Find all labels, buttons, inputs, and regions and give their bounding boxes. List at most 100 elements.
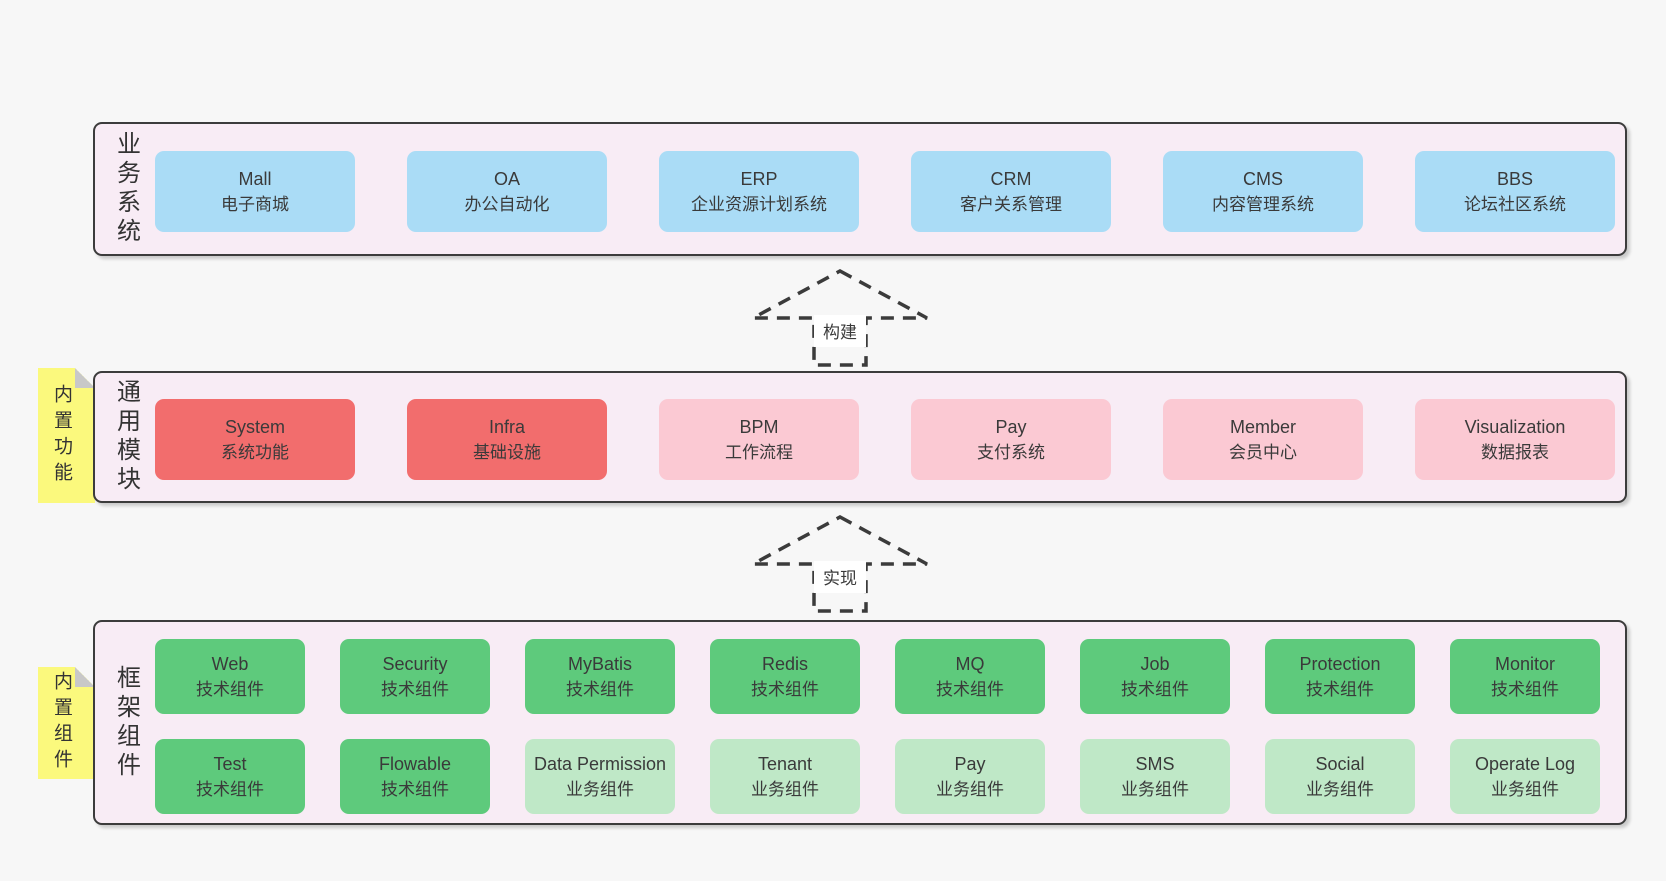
module-name-en: Test: [213, 753, 247, 774]
module-name-en: ERP: [740, 168, 778, 189]
module-name-en: Flowable: [378, 753, 452, 774]
sticky-note-builtin-features: 内置功能: [38, 368, 95, 503]
module-box-bpm: BPM 工作流程: [659, 399, 859, 480]
module-box-mybatis: MyBatis 技术组件: [525, 639, 675, 714]
module-box-flowable: Flowable 技术组件: [340, 739, 490, 814]
module-name-en: Social: [1315, 753, 1365, 774]
module-name-en: Infra: [488, 416, 526, 437]
module-name-zh: 技术组件: [936, 679, 1004, 699]
module-name-en: System: [224, 416, 285, 437]
module-box-member: Member 会员中心: [1163, 399, 1363, 480]
panel-label-common-modules: 通用模块: [112, 379, 140, 495]
module-name-en: CRM: [990, 168, 1032, 189]
folded-corner-icon: [75, 667, 95, 687]
module-box-test: Test 技术组件: [155, 739, 305, 814]
module-name-zh: 业务组件: [566, 779, 634, 799]
module-name-zh: 客户关系管理: [960, 194, 1062, 214]
module-name-zh: 技术组件: [566, 679, 634, 699]
module-name-zh: 业务组件: [751, 779, 819, 799]
module-name-en: Data Permission: [533, 753, 667, 774]
module-box-mall: Mall 电子商城: [155, 151, 355, 232]
module-box-cms: CMS 内容管理系统: [1163, 151, 1363, 232]
module-name-en: Job: [1140, 653, 1170, 674]
module-name-zh: 工作流程: [725, 442, 793, 462]
sticky-label: 内置组件: [51, 671, 72, 775]
arrow-shape: [752, 515, 928, 613]
module-name-zh: 技术组件: [381, 779, 449, 799]
module-name-en: Visualization: [1464, 416, 1566, 437]
module-name-en: Tenant: [757, 753, 813, 774]
module-box-erp: ERP 企业资源计划系统: [659, 151, 859, 232]
module-name-en: OA: [493, 168, 520, 189]
arrow-shape: [752, 269, 928, 367]
module-name-zh: 业务组件: [1306, 779, 1374, 799]
module-name-en: MQ: [955, 653, 985, 674]
module-name-zh: 电子商城: [221, 194, 289, 214]
module-box-web: Web 技术组件: [155, 639, 305, 714]
module-name-zh: 技术组件: [1306, 679, 1374, 699]
sticky-note-builtin-components: 内置组件: [38, 667, 95, 779]
module-name-en: Redis: [761, 653, 809, 674]
module-name-zh: 业务组件: [1121, 779, 1189, 799]
module-box-security: Security 技术组件: [340, 639, 490, 714]
module-name-en: Pay: [954, 753, 986, 774]
module-name-zh: 技术组件: [381, 679, 449, 699]
module-box-mq: MQ 技术组件: [895, 639, 1045, 714]
module-box-pay: Pay 业务组件: [895, 739, 1045, 814]
module-box-redis: Redis 技术组件: [710, 639, 860, 714]
module-box-sms: SMS 业务组件: [1080, 739, 1230, 814]
module-name-en: Protection: [1299, 653, 1381, 674]
module-name-en: BPM: [739, 416, 779, 437]
module-name-en: Operate Log: [1474, 753, 1576, 774]
module-name-en: Web: [211, 653, 249, 674]
module-name-zh: 论坛社区系统: [1464, 194, 1566, 214]
module-name-en: Member: [1229, 416, 1296, 437]
module-name-zh: 技术组件: [196, 679, 264, 699]
module-name-zh: 支付系统: [977, 442, 1045, 462]
arrow-label-bg: [814, 561, 866, 593]
module-name-en: SMS: [1135, 753, 1175, 774]
sticky-label: 内置功能: [51, 383, 72, 488]
module-box-bbs: BBS 论坛社区系统: [1415, 151, 1615, 232]
module-name-zh: 企业资源计划系统: [691, 194, 827, 214]
module-box-system: System 系统功能: [155, 399, 355, 480]
module-name-en: Mall: [238, 168, 272, 189]
module-name-zh: 技术组件: [1491, 679, 1559, 699]
module-name-zh: 内容管理系统: [1212, 194, 1314, 214]
module-name-zh: 系统功能: [221, 442, 289, 462]
dashed-up-arrow-build: 构建: [752, 269, 928, 367]
module-box-social: Social 业务组件: [1265, 739, 1415, 814]
module-name-zh: 会员中心: [1229, 442, 1297, 462]
module-name-zh: 技术组件: [196, 779, 264, 799]
module-box-protection: Protection 技术组件: [1265, 639, 1415, 714]
module-name-en: CMS: [1243, 168, 1283, 189]
module-box-tenant: Tenant 业务组件: [710, 739, 860, 814]
module-name-zh: 技术组件: [751, 679, 819, 699]
panel-label-business-systems: 业务系统: [112, 131, 140, 247]
module-name-zh: 业务组件: [936, 779, 1004, 799]
module-name-en: Security: [382, 653, 448, 674]
arrow-label: 实现: [823, 569, 857, 588]
module-name-en: MyBatis: [567, 653, 632, 674]
module-name-zh: 技术组件: [1121, 679, 1189, 699]
dashed-up-arrow-implement: 实现: [752, 515, 928, 613]
folded-corner-icon: [75, 368, 95, 388]
arrow-label: 构建: [823, 323, 857, 342]
module-box-data-permission: Data Permission 业务组件: [525, 739, 675, 814]
module-name-en: BBS: [1496, 168, 1534, 189]
arrow-label-bg: [814, 315, 866, 347]
